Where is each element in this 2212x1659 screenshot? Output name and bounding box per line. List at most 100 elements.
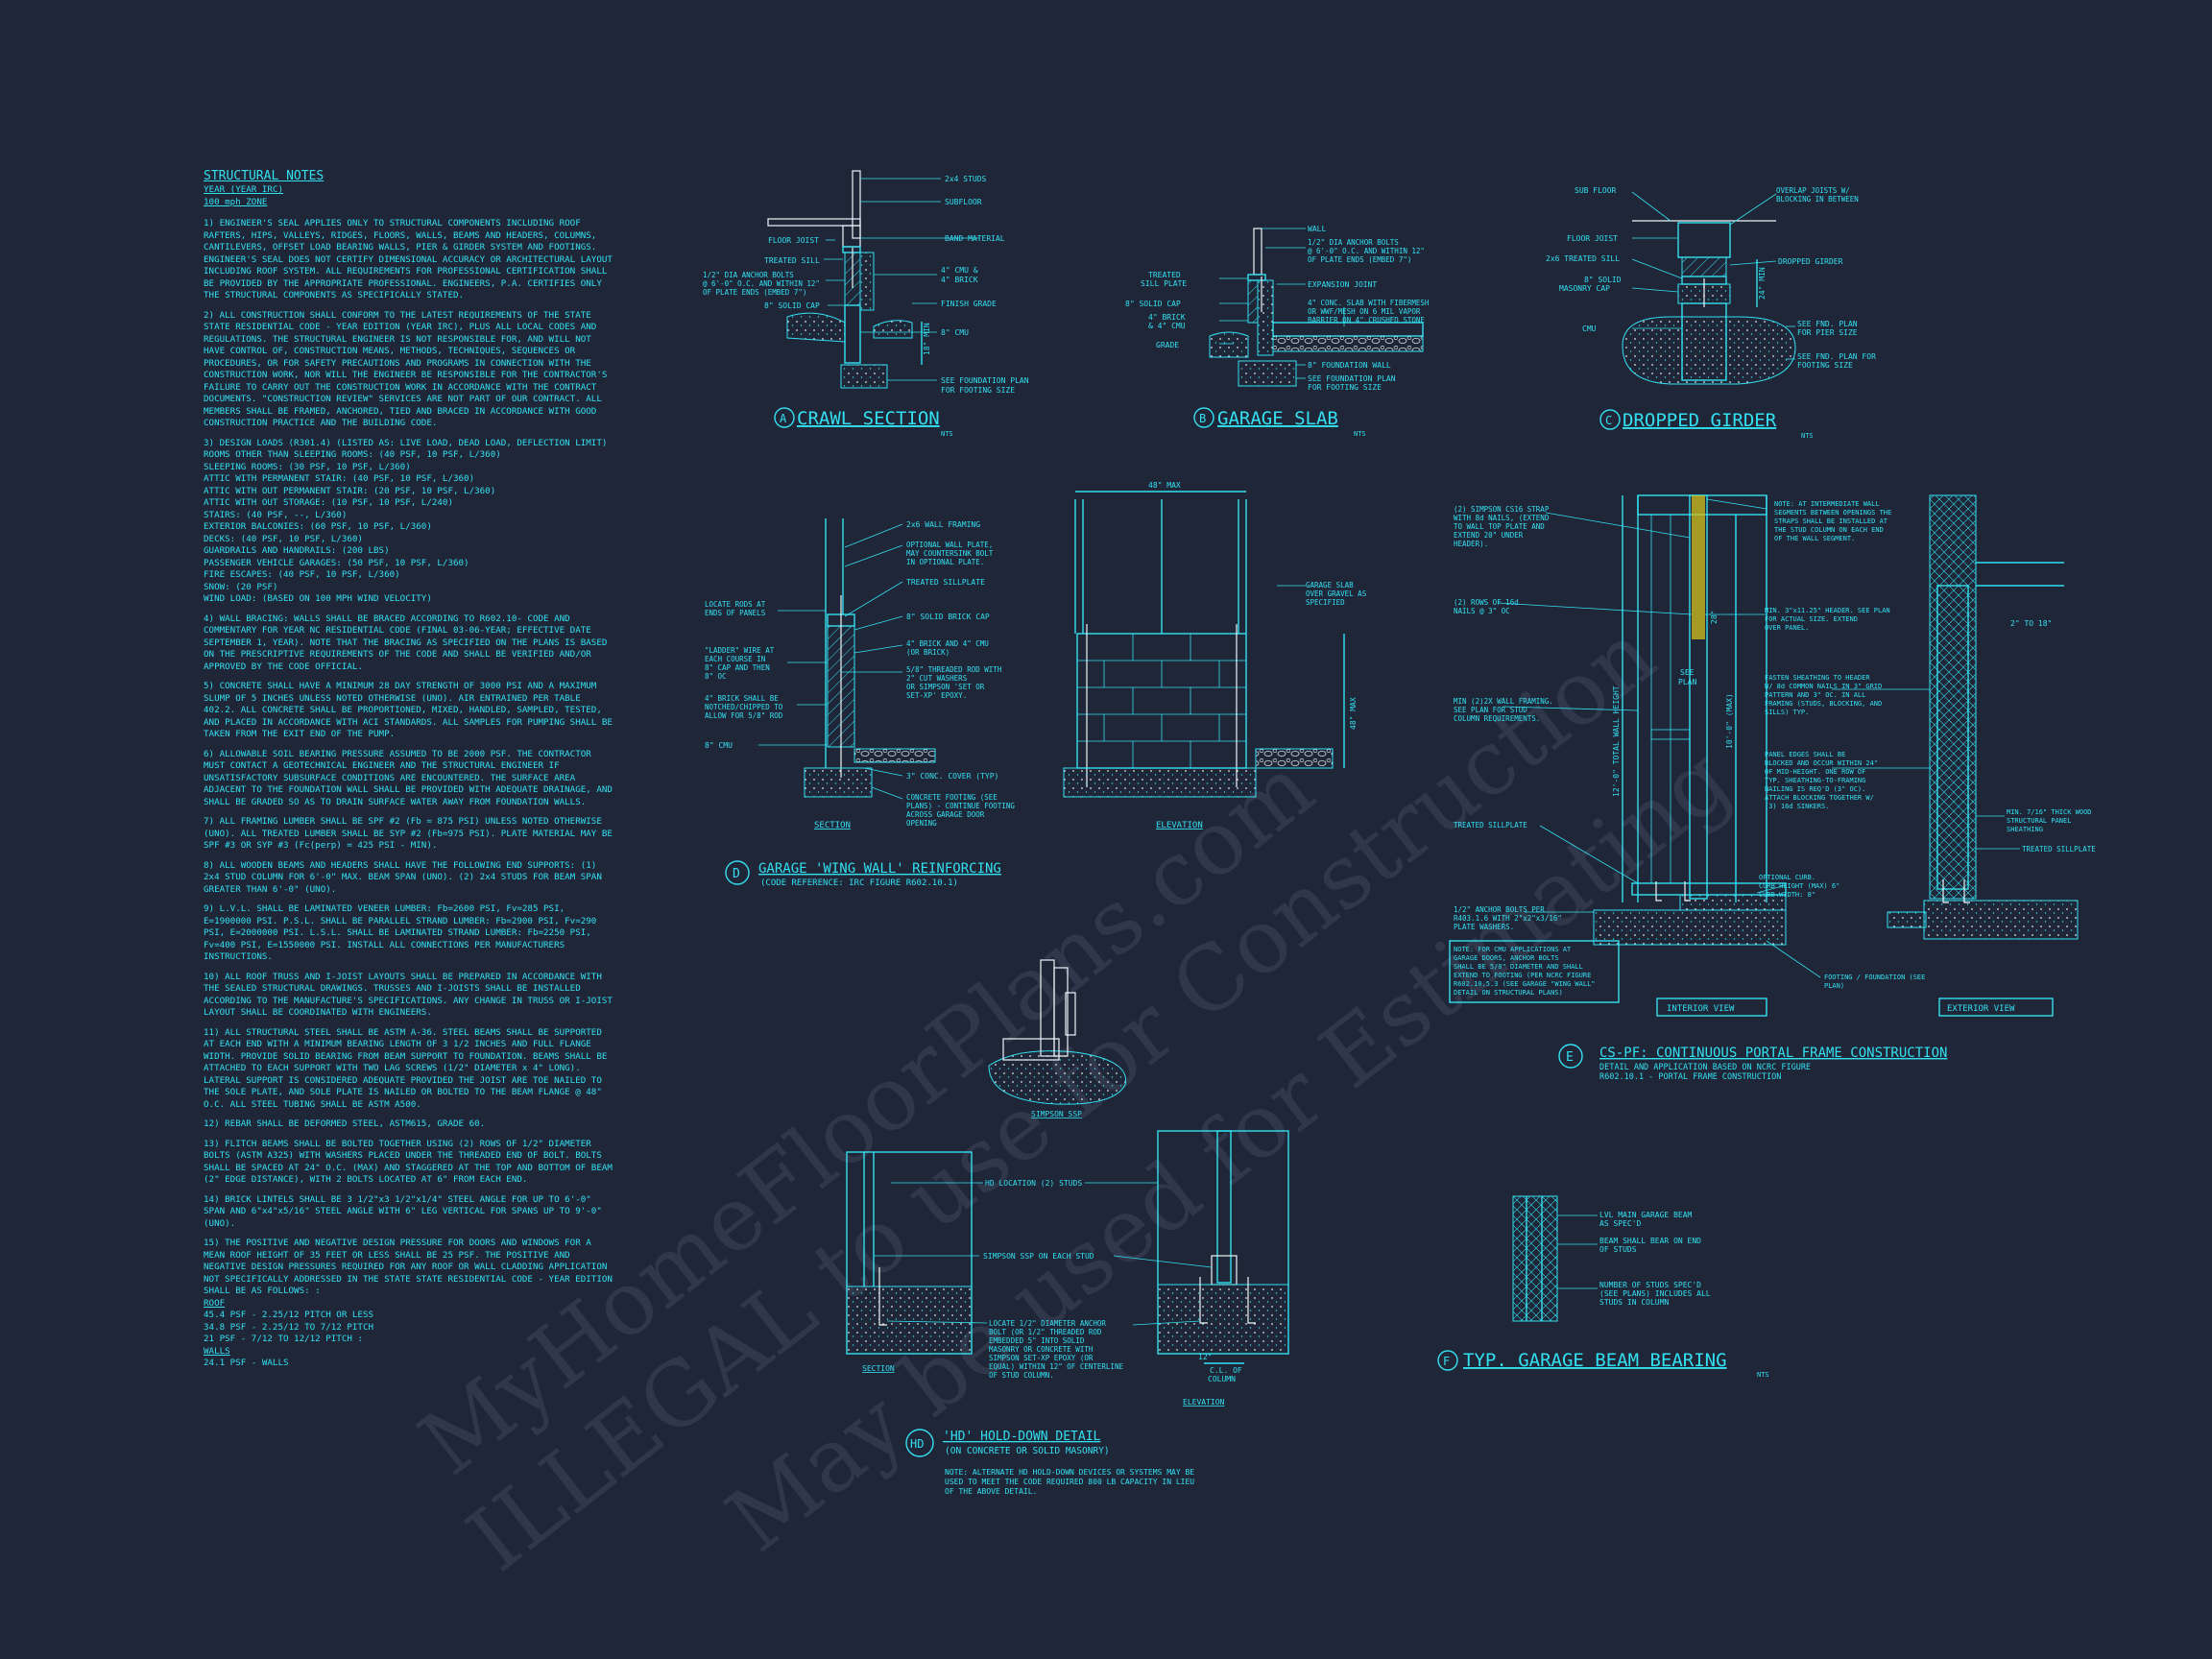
- portal-ext-sheathing: [1929, 494, 1977, 900]
- wing-title: GARAGE 'WING WALL' REINFORCING: [758, 861, 1001, 877]
- portal-label-ab-1: 1/2" ANCHOR BOLTS PER: [1454, 905, 1545, 914]
- crawl-label-studs: 2x4 STUDS: [945, 175, 987, 183]
- crawl-label-floor-joist: FLOOR JOIST: [768, 236, 819, 245]
- beam-marker-circle: [1437, 1350, 1458, 1371]
- girder-joists: [1677, 222, 1731, 258]
- hd-elev-bolt-right: [1247, 1277, 1256, 1324]
- girder-label-fnd-3: SEE FND. PLAN FOR: [1797, 352, 1876, 361]
- slab-label-grade: GRADE: [1156, 341, 1179, 349]
- portal-exterior-view: EXTERIOR VIEW: [1947, 1004, 2015, 1014]
- slab-label-anchor-2: @ 6'-0" O.C. AND WITHIN 12": [1308, 247, 1425, 255]
- hd-col-2: COLUMN: [1208, 1375, 1236, 1383]
- girder-label-overlap-2: BLOCKING IN BETWEEN: [1776, 195, 1859, 204]
- portal-panel-6: ATTACH BLOCKING TOGETHER W/: [1765, 794, 1874, 802]
- hd-elevation-label: ELEVATION: [1183, 1398, 1225, 1407]
- portal-label-rows-2: NAILS @ 3" OC: [1454, 607, 1510, 615]
- crawl-footing: [840, 364, 888, 389]
- portal-fasten-2: W/ 8d COMMON NAILS IN 3" GRID: [1765, 683, 1882, 690]
- portal-label-sill: TREATED SILLPLATE: [1454, 821, 1527, 830]
- detail-beam-bearing: LVL MAIN GARAGE BEAM AS SPEC'D BEAM SHAL…: [1437, 1195, 1769, 1379]
- hd-marker: HD: [910, 1437, 924, 1451]
- hd-note-1: NOTE: ALTERNATE HD HOLD-DOWN DEVICES OR …: [945, 1468, 1194, 1477]
- detail-portal-frame: 12'-0" TOTAL WALL HEIGHT 10'-0" (MAX) 28…: [1449, 494, 2096, 1082]
- girder-label-overlap-1: OVERLAP JOISTS W/: [1776, 186, 1850, 195]
- hd-label-bolt-1: LOCATE 1/2" DIAMETER ANCHOR: [989, 1319, 1106, 1328]
- beam-label-1b: AS SPEC'D: [1599, 1219, 1642, 1228]
- ssp-plate: [1002, 1038, 1060, 1061]
- note-13: 13) FLITCH BEAMS SHALL BE BOLTED TOGETHE…: [204, 1138, 618, 1186]
- wing-elev-brick-panel: [1076, 633, 1247, 769]
- wing-label-locate-2: ENDS OF PANELS: [705, 609, 766, 617]
- portal-foot-2: PLAN): [1824, 982, 1844, 990]
- wing-label-sill: TREATED SILLPLATE: [906, 578, 985, 587]
- girder-scale: NTS: [1801, 432, 1814, 440]
- crawl-label-foundation-2: FOR FOOTING SIZE: [941, 386, 1015, 395]
- wing-label-rod-1: 5/8" THREADED ROD WITH: [906, 665, 1002, 674]
- crawl-label-foundation-1: SEE FOUNDATION PLAN: [941, 376, 1029, 385]
- slab-label-brick-1: 4" BRICK: [1148, 313, 1186, 322]
- portal-note-6: DETAIL ON STRUCTURAL PLANS): [1454, 989, 1563, 997]
- slab-sill: [1247, 274, 1266, 281]
- wing-label-ladder-4: 8" OC: [705, 672, 727, 681]
- crawl-label-grade: FINISH GRADE: [941, 300, 997, 308]
- beam-label-3b: (SEE PLANS) INCLUDES ALL: [1599, 1289, 1711, 1298]
- crawl-stud: [852, 170, 861, 239]
- portal-panel-5: NAILING IS REQ'D (3" OC).: [1765, 785, 1865, 793]
- wing-dim-top: 48" MAX: [1148, 481, 1181, 490]
- crawl-marker-circle: [774, 407, 795, 428]
- hd-label-bolt-3: EMBEDDED 5" INTO SOLID: [989, 1336, 1085, 1345]
- structural-notes: STRUCTURAL NOTES YEAR (YEAR IRC) 100 mph…: [204, 169, 616, 1370]
- ssp-stud-2: [1053, 967, 1069, 1057]
- beam-label-2b: OF STUDS: [1599, 1245, 1637, 1254]
- beam-title: TYP. GARAGE BEAM BEARING: [1463, 1350, 1727, 1371]
- crawl-grade-soil-right: [873, 320, 913, 339]
- notes-title: STRUCTURAL NOTES: [204, 169, 325, 183]
- portal-ext-footing: [1923, 900, 2079, 940]
- portal-label-ab-2: R403.1.6 WITH 2"x2"x3/16": [1454, 914, 1562, 923]
- hd-subtitle: (ON CONCRETE OR SOLID MASONRY): [945, 1446, 1110, 1456]
- portal-note-4: EXTEND TO FOOTING (PER NCRC FIGURE: [1454, 972, 1591, 979]
- detail-wing-wall: SECTION 48" MAX 48": [705, 481, 1367, 888]
- slab-grade: [1209, 331, 1249, 358]
- note-3: 3) DESIGN LOADS (R301.4) (LISTED AS: LIV…: [204, 437, 608, 605]
- girder-label-cap-2: MASONRY CAP: [1559, 284, 1610, 293]
- slab-label-wall: WALL: [1308, 225, 1326, 233]
- girder-label-treated-sill: 2x6 TREATED SILL: [1546, 254, 1620, 263]
- wing-label-cmu: 8" CMU: [705, 741, 733, 750]
- portal-label-ab-3: PLATE WASHERS.: [1454, 923, 1514, 931]
- slab-marker: B: [1199, 412, 1206, 425]
- detail-dropped-girder: 24" MIN SUB FLOOR OVERLAP JOISTS W/ BLOC…: [1546, 186, 1876, 440]
- portal-header-2: FOR ACTUAL SIZE. EXTEND: [1765, 615, 1858, 623]
- slab-label-fp-2: FOR FOOTING SIZE: [1308, 383, 1382, 392]
- wing-section-footing: [804, 767, 873, 798]
- wing-label-opt-2: MAY COUNTERSINK BOLT: [906, 549, 994, 558]
- girder-label-fnd-2: FOR PIER SIZE: [1797, 328, 1858, 337]
- wing-subtitle: (CODE REFERENCE: IRC FIGURE R602.10.1): [760, 878, 958, 888]
- crawl-brick: [859, 252, 875, 311]
- wing-label-notch-2: NOTCHED/CHIPPED TO: [705, 703, 783, 711]
- slab-label-treated-1: TREATED: [1148, 271, 1181, 279]
- note-7: 7) ALL FRAMING LUMBER SHALL BE SPF #2 (F…: [204, 816, 618, 851]
- hd-label-bolt-5: SIMPSON SET-XP EPOXY (OR: [989, 1354, 1094, 1362]
- ssp-label: SIMPSON SSP: [1031, 1110, 1082, 1118]
- wing-leaders: [758, 523, 1306, 800]
- crawl-cmu-lower: [844, 304, 861, 364]
- slab-leaders: [1219, 228, 1345, 379]
- walls-heading: WALLS: [204, 1345, 230, 1357]
- wing-label-brick-1: 4" BRICK AND 4" CMU: [906, 639, 989, 648]
- girder-label-cmu: CMU: [1582, 325, 1597, 333]
- portal-title: CS-PF: CONTINUOUS PORTAL FRAME CONSTRUCT…: [1599, 1046, 1947, 1061]
- portal-int-note-3: STRAPS SHALL BE INSTALLED AT: [1774, 517, 1888, 525]
- portal-note-5: R602.10.5.3 (SEE GARAGE "WING WALL": [1454, 980, 1596, 988]
- beam-label-1a: LVL MAIN GARAGE BEAM: [1599, 1211, 1693, 1219]
- portal-int-bolt-1: [1655, 881, 1662, 902]
- wing-label-cover: 3" CONC. COVER (TYP): [906, 772, 998, 781]
- crawl-label-subfloor: SUBFLOOR: [945, 198, 982, 206]
- portal-ext-bolt-1: [1942, 879, 1949, 903]
- crawl-title: CRAWL SECTION: [797, 408, 940, 429]
- portal-exterior-view-box: [1938, 998, 2054, 1017]
- portal-fasten-3: PATTERN AND 3" OC. IN ALL: [1765, 691, 1865, 699]
- ssp-connector: [1065, 992, 1076, 1036]
- wing-dim-side: 48" MAX: [1349, 697, 1358, 730]
